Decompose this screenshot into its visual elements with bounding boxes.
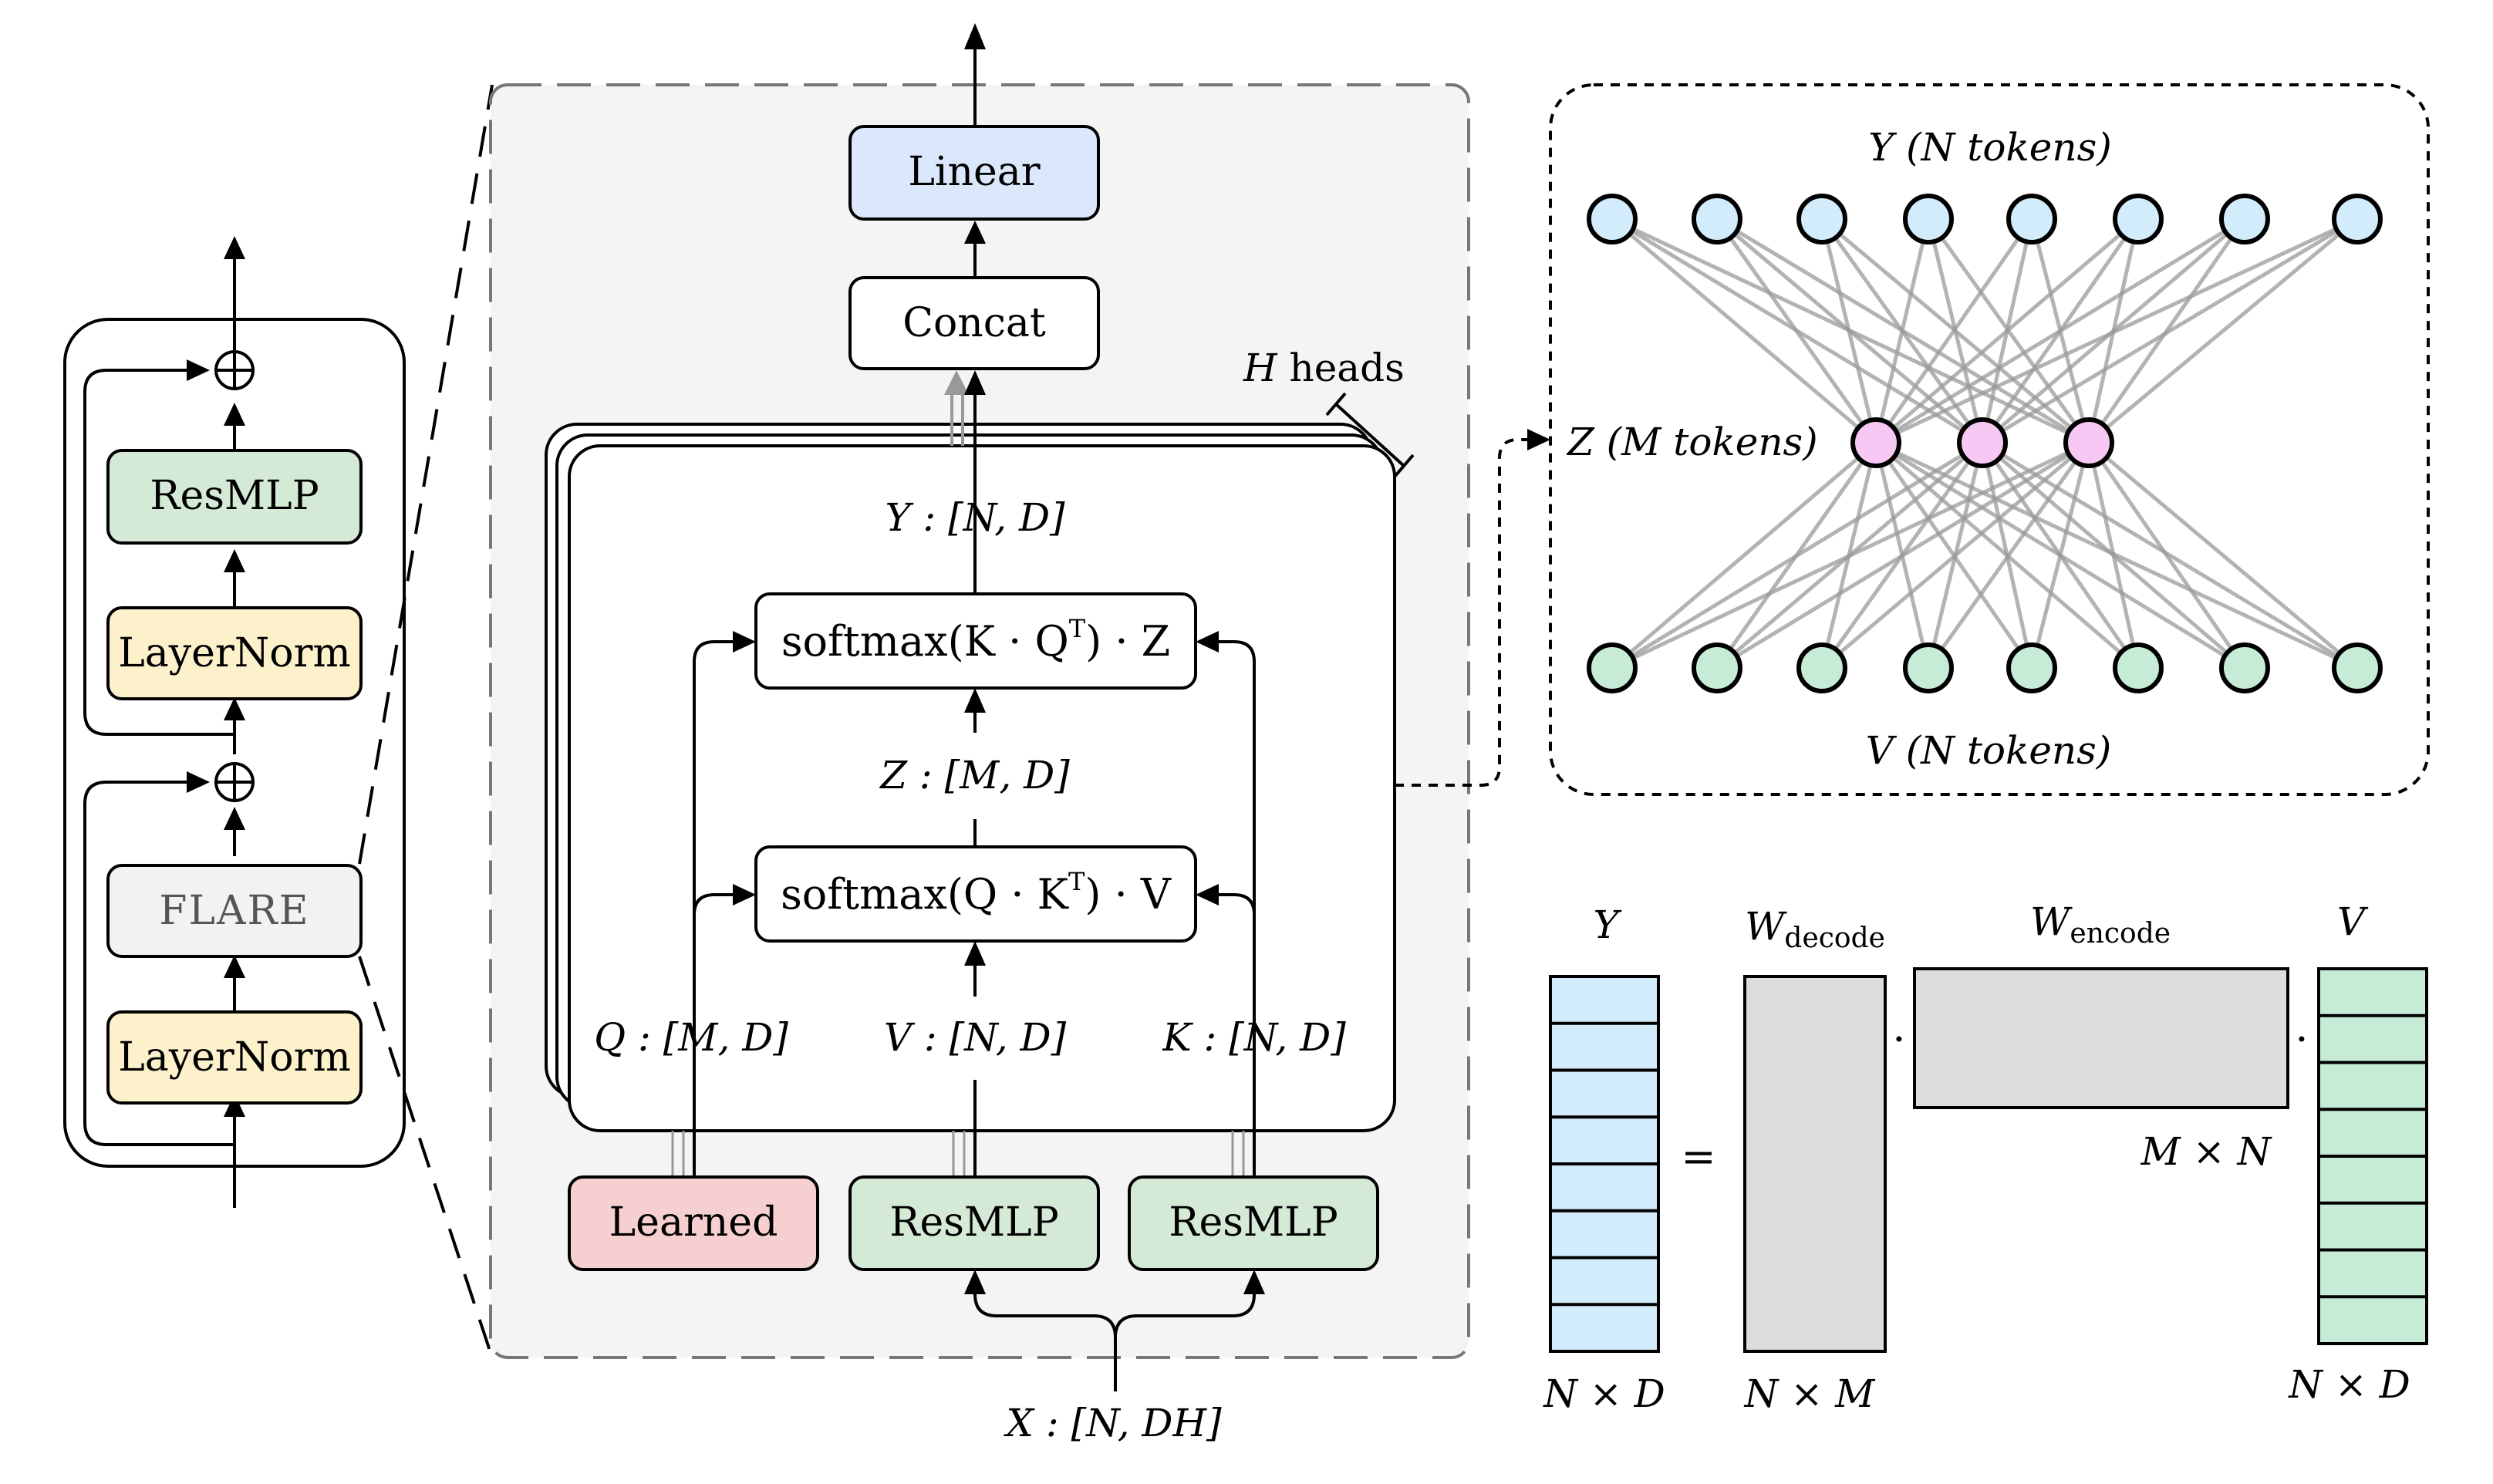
- v-tokens-label: V (N tokens): [1866, 728, 2112, 773]
- graph-edge: [2087, 218, 2359, 444]
- flare-detail-panel: Linear Concat H heads Y : [N, D] softmax…: [489, 23, 1470, 1445]
- v-token-node: [2332, 643, 2383, 693]
- learned-box: [568, 1175, 819, 1271]
- y-token-node: [2113, 194, 2164, 245]
- graph-edge: [1715, 217, 2090, 445]
- graph-edge: [1715, 440, 2090, 670]
- matrix-w-decode: [1743, 975, 1887, 1353]
- v-token-node: [2219, 643, 2270, 693]
- resmlp-k-box: [1128, 1175, 1379, 1271]
- matrix-y: [1549, 975, 1660, 1353]
- graph-edge: [2029, 442, 2091, 669]
- resmlp-box: [106, 449, 363, 545]
- graph-edges: [1611, 217, 2359, 670]
- heads-label: H heads: [1243, 346, 1405, 390]
- graph-edge: [1611, 217, 2090, 445]
- graph-edge: [1611, 441, 1877, 669]
- q-label: Q : [M, D]: [594, 1015, 788, 1060]
- dot-operator-2: ·: [2295, 1015, 2308, 1064]
- dot-operator-1: ·: [1892, 1015, 1905, 1064]
- graph-edge: [1611, 440, 2090, 670]
- graph-edge: [2087, 441, 2359, 669]
- z-token-node: [2063, 417, 2114, 468]
- resmlp-k-label: ResMLP: [1169, 1199, 1338, 1246]
- v-token-node: [2113, 643, 2164, 693]
- matrix-v: [2317, 967, 2428, 1345]
- x-input-label: X : [N, DH]: [1003, 1401, 1222, 1445]
- z-tokens-label: Z (M tokens): [1566, 420, 1818, 464]
- token-graph-panel: Y (N tokens) Z (M tokens) V (N tokens): [1549, 83, 2430, 796]
- graph-edge: [2086, 218, 2247, 444]
- v-token-node: [1796, 643, 1847, 693]
- v-token-node: [1692, 643, 1742, 693]
- v-token-node: [1587, 643, 1638, 693]
- z-latent-label: Z : [M, D]: [879, 753, 1070, 798]
- graph-edge: [1820, 441, 2090, 669]
- encode-softmax-box: [754, 845, 1197, 943]
- y-tokens-label: Y (N tokens): [1868, 125, 2112, 170]
- matrix-encode-dim: M × N: [2140, 1129, 2273, 1174]
- graph-edge: [2086, 218, 2140, 444]
- learned-label: Learned: [609, 1199, 778, 1246]
- flare-box: [106, 864, 363, 958]
- matrix-y-title: Y: [1593, 902, 1621, 947]
- k-label: K : [N, D]: [1162, 1015, 1346, 1060]
- linear-box: [848, 125, 1100, 221]
- y-token-node: [1903, 194, 1954, 245]
- graph-edge: [1611, 217, 1984, 445]
- resmlp-label: ResMLP: [150, 473, 319, 519]
- y-token-node: [1587, 194, 1638, 245]
- matrix-v-dim: N × D: [2288, 1362, 2410, 1407]
- matrix-w-encode: [1913, 967, 2289, 1109]
- matrix-decode-dim: N × M: [1744, 1371, 1876, 1416]
- y-token-node: [1692, 194, 1742, 245]
- flare-label: FLARE: [159, 888, 309, 934]
- matrix-w-encode-title: Wencode: [2030, 899, 2171, 949]
- graph-edge: [1926, 441, 2091, 669]
- z-token-node: [1850, 417, 1901, 468]
- matrix-v-title: V: [2337, 899, 2369, 944]
- resmlp-v-box: [848, 1175, 1100, 1271]
- graph-edge: [1820, 218, 2090, 444]
- graph-edge: [2086, 441, 2247, 669]
- v-token-node: [2006, 643, 2057, 693]
- graph-link-dotted: [1395, 438, 1527, 787]
- layernorm-top-box: [106, 606, 363, 700]
- graph-edge: [2029, 218, 2091, 444]
- v-token-node: [1903, 643, 1954, 693]
- matrix-factorization-panel: Y Wdecode Wencode V = · · N × D N × M M …: [1543, 899, 2428, 1416]
- concat-label: Concat: [902, 300, 1046, 346]
- left-encoder-block: ResMLP LayerNorm FLARE LayerNorm: [63, 236, 406, 1208]
- decode-softmax-label: softmax(K · QT) · Z: [781, 614, 1170, 666]
- encode-softmax-label: softmax(Q · KT) · V: [781, 867, 1172, 919]
- graph-nodes: [1587, 194, 2383, 693]
- graph-edge: [1611, 440, 1984, 670]
- equals-sign: =: [1681, 1132, 1715, 1181]
- z-token-node: [1957, 417, 2008, 468]
- resmlp-v-label: ResMLP: [889, 1199, 1058, 1246]
- zoom-guide-bottom: [358, 956, 494, 1358]
- layernorm-bottom-label: LayerNorm: [118, 1034, 351, 1081]
- layernorm-bottom-box: [106, 1010, 363, 1105]
- v-label: V : [N, D]: [884, 1015, 1067, 1060]
- y-token-node: [2332, 194, 2383, 245]
- decode-softmax-box: [754, 592, 1197, 690]
- y-token-node: [2006, 194, 2057, 245]
- zoom-guide-top: [358, 84, 494, 865]
- y-output-label: Y : [N, D]: [885, 495, 1065, 540]
- matrix-y-dim: N × D: [1543, 1371, 1665, 1416]
- concat-box: [848, 276, 1100, 370]
- y-token-node: [2219, 194, 2270, 245]
- layernorm-top-label: LayerNorm: [118, 630, 351, 676]
- matrix-w-decode-title: Wdecode: [1745, 904, 1885, 954]
- linear-label: Linear: [908, 149, 1040, 195]
- y-token-node: [1796, 194, 1847, 245]
- graph-edge: [2086, 442, 2140, 669]
- graph-edge: [1611, 218, 1877, 444]
- graph-edge: [1926, 218, 2091, 444]
